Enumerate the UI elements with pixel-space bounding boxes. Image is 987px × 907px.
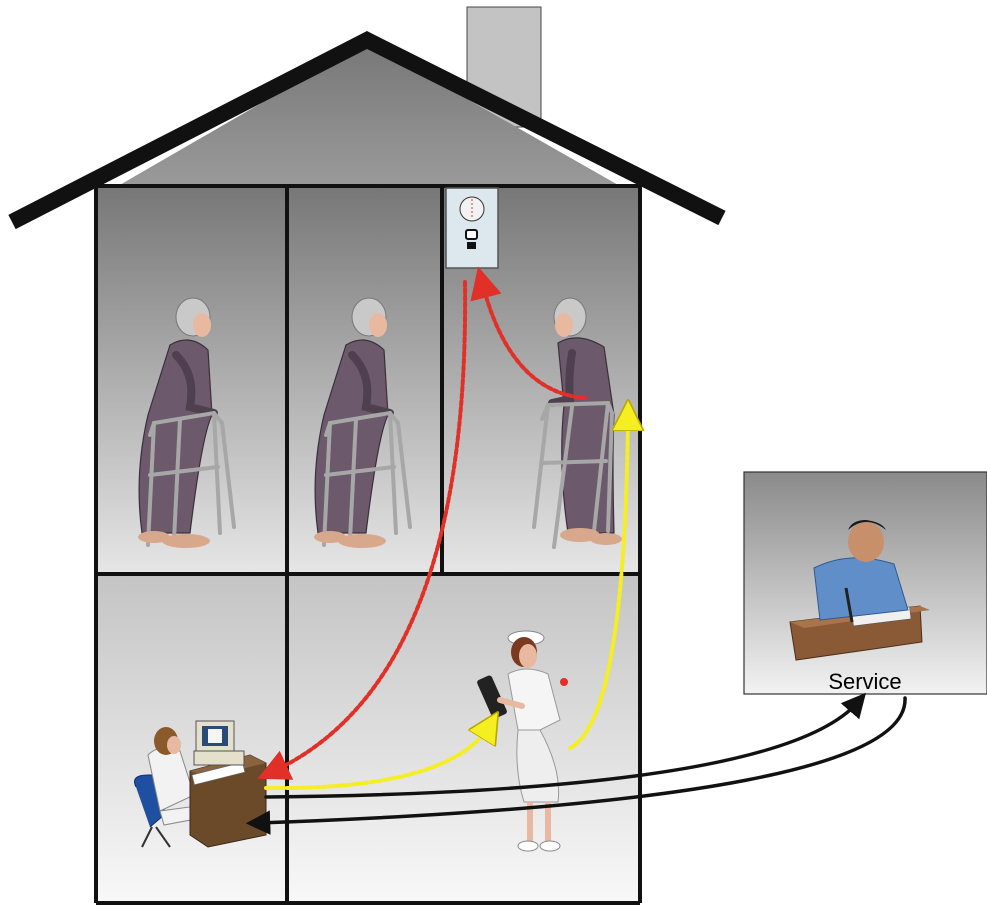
roof-gable (118, 42, 620, 186)
service-box: Service (744, 472, 987, 694)
lower-room-hall (287, 574, 640, 901)
alarm-wall-unit-icon (446, 188, 498, 268)
lower-room-office (96, 574, 287, 901)
service-label: Service (828, 669, 901, 694)
